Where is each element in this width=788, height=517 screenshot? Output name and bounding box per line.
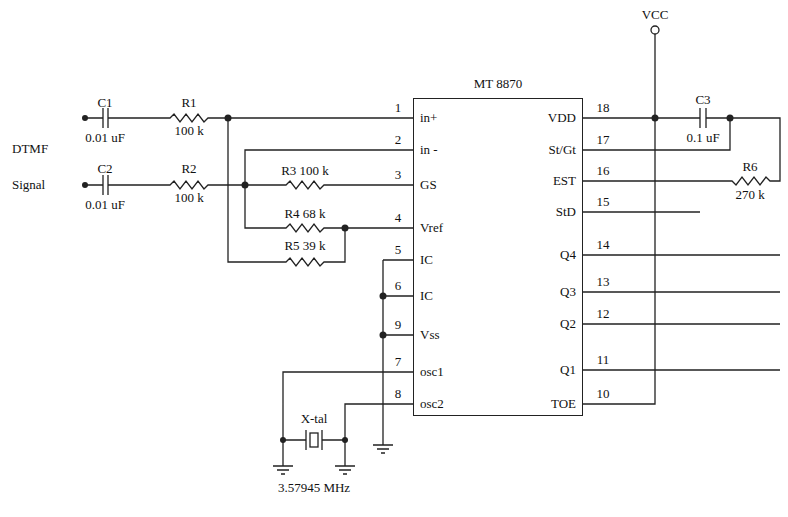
pin-number: 6 xyxy=(395,279,402,293)
pin-name: EST xyxy=(553,174,576,188)
pin-number: 14 xyxy=(597,238,610,252)
part-name: C2 xyxy=(97,162,112,176)
pin-name: Q3 xyxy=(560,285,576,299)
signal-name: Signal xyxy=(12,178,45,192)
pin-name: Vss xyxy=(420,328,440,342)
part-value: 0.01 uF xyxy=(85,131,125,145)
part-label: R5 39 k xyxy=(284,239,325,253)
pin-number: 8 xyxy=(395,387,402,401)
pin-name: Q2 xyxy=(560,317,576,331)
pin-number: 17 xyxy=(597,133,610,147)
pin-number: 16 xyxy=(597,164,610,178)
pin-name: St/Gt xyxy=(549,143,576,157)
ic-title: MT 8870 xyxy=(414,77,582,91)
pin-number: 10 xyxy=(597,387,610,401)
part-name: R1 xyxy=(181,96,196,110)
pin-name: Vref xyxy=(420,221,443,235)
pin-name: in - xyxy=(420,143,438,157)
part-name: X-tal xyxy=(301,412,328,426)
part-value: 100 k xyxy=(174,124,203,138)
pin-name: IC xyxy=(420,253,433,267)
pin-name: osc2 xyxy=(420,397,444,411)
pin-number: 9 xyxy=(395,318,402,332)
pin-number: 13 xyxy=(597,275,610,289)
pin-number: 7 xyxy=(395,355,402,369)
pin-number: 5 xyxy=(395,243,402,257)
pin-name: Q4 xyxy=(560,248,576,262)
pin-name: StD xyxy=(556,205,576,219)
pin-name: VDD xyxy=(548,111,576,125)
pin-name: Q1 xyxy=(560,363,576,377)
part-value: 0.1 uF xyxy=(686,131,719,145)
pin-number: 18 xyxy=(597,101,610,115)
part-value: 100 k xyxy=(174,191,203,205)
part-name: C1 xyxy=(97,96,112,110)
part-name: R6 xyxy=(742,160,757,174)
pin-name: TOE xyxy=(551,397,576,411)
part-label: R4 68 k xyxy=(284,207,325,221)
pin-number: 3 xyxy=(395,168,402,182)
part-value: 0.01 uF xyxy=(85,198,125,212)
pin-name: GS xyxy=(420,178,437,192)
pin-number: 11 xyxy=(597,353,610,367)
signal-name: DTMF xyxy=(12,142,48,156)
pin-name: IC xyxy=(420,289,433,303)
part-name: C3 xyxy=(695,93,710,107)
part-value: 3.57945 MHz xyxy=(278,481,350,495)
pin-number: 1 xyxy=(395,101,402,115)
pin-number: 12 xyxy=(597,307,610,321)
pin-name: in+ xyxy=(420,111,437,125)
supply-name: VCC xyxy=(642,8,669,22)
part-name: R2 xyxy=(181,162,196,176)
pin-name: osc1 xyxy=(420,365,444,379)
part-label: R3 100 k xyxy=(281,164,329,178)
pin-number: 2 xyxy=(395,133,402,147)
pin-number: 4 xyxy=(395,211,402,225)
pin-number: 15 xyxy=(597,195,610,209)
part-value: 270 k xyxy=(735,188,764,202)
